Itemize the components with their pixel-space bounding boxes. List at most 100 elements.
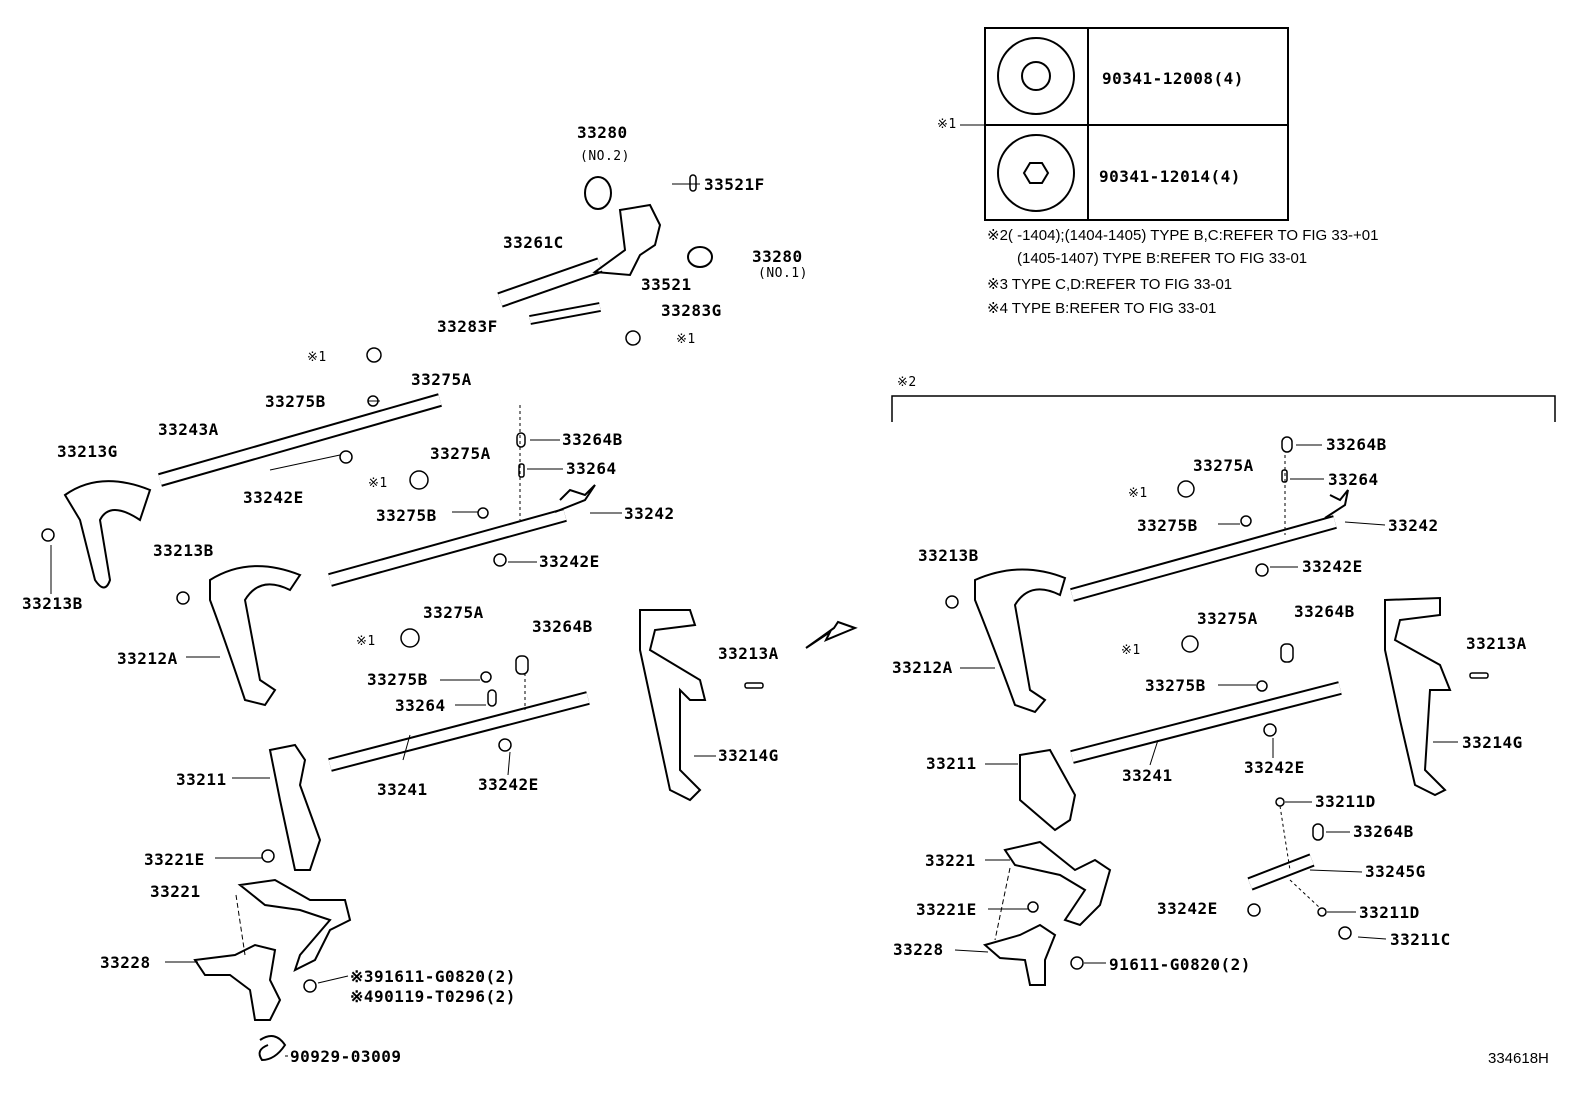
part-label[interactable]: 33264 bbox=[1328, 470, 1379, 489]
part-label[interactable]: 33275B bbox=[1137, 516, 1198, 535]
part-label[interactable]: 90929-03009 bbox=[290, 1047, 402, 1066]
shaft-33245G bbox=[1247, 853, 1315, 891]
shift-fork-33212A-right bbox=[974, 568, 1067, 714]
part-variant: (NO.1) bbox=[758, 266, 808, 281]
part-label[interactable]: 33245G bbox=[1365, 862, 1426, 881]
arrow-icon bbox=[805, 620, 858, 649]
part-label[interactable]: 33242E bbox=[539, 552, 600, 571]
part-label[interactable]: 33242E bbox=[1244, 758, 1305, 777]
lever-33228 bbox=[193, 943, 282, 1021]
part-label[interactable]: 33275A bbox=[423, 603, 484, 622]
part-label[interactable]: 33213B bbox=[918, 546, 979, 565]
part-label[interactable]: 33211D bbox=[1359, 903, 1420, 922]
part-label[interactable]: 33280 bbox=[577, 123, 628, 142]
part-label[interactable]: 33211 bbox=[926, 754, 977, 773]
part-label[interactable]: 33241 bbox=[1122, 766, 1173, 785]
part-label[interactable]: 33213B bbox=[22, 594, 83, 613]
part-label[interactable]: 33242E bbox=[243, 488, 304, 507]
part-label[interactable]: 33264 bbox=[566, 459, 617, 478]
ref-mark: ※1 bbox=[356, 634, 376, 649]
lever-33221 bbox=[237, 878, 352, 972]
part-variant: (NO.2) bbox=[580, 149, 630, 164]
shift-fork-33213G bbox=[63, 480, 152, 589]
lever-33221-right bbox=[1003, 840, 1112, 927]
part-label[interactable]: 33264B bbox=[562, 430, 623, 449]
part-label[interactable]: 33275B bbox=[376, 506, 437, 525]
part-label[interactable]: 33211D bbox=[1315, 792, 1376, 811]
part-label[interactable]: 33241 bbox=[377, 780, 428, 799]
part-label[interactable]: 33228 bbox=[100, 953, 151, 972]
part-label[interactable]: 33264B bbox=[532, 617, 593, 636]
ref-mark: ※1 bbox=[307, 350, 327, 365]
part-label[interactable]: 33275B bbox=[265, 392, 326, 411]
part-label[interactable]: 33213G bbox=[57, 442, 118, 461]
part-label[interactable]: 33214G bbox=[718, 746, 779, 765]
part-label[interactable]: 33521F bbox=[704, 175, 765, 194]
part-label[interactable]: 33243A bbox=[158, 420, 219, 439]
part-label[interactable]: 33283G bbox=[661, 301, 722, 320]
part-label[interactable]: 33275A bbox=[1197, 609, 1258, 628]
note: (1405-1407) TYPE B:REFER TO FIG 33-01 bbox=[1017, 250, 1308, 267]
part-label[interactable]: 33264B bbox=[1353, 822, 1414, 841]
part-label[interactable]: 33280 bbox=[752, 247, 803, 266]
part-label[interactable]: 33264 bbox=[395, 696, 446, 715]
shift-fork-33214G-right bbox=[1384, 596, 1452, 797]
part-label[interactable]: 33242E bbox=[478, 775, 539, 794]
part-label[interactable]: 33212A bbox=[892, 658, 953, 677]
part-label[interactable]: 91611-G0820(2) bbox=[1109, 955, 1251, 974]
part-label[interactable]: 33261C bbox=[503, 233, 564, 252]
part-label[interactable]: 33212A bbox=[117, 649, 178, 668]
part-label[interactable]: 33275A bbox=[411, 370, 472, 389]
shift-shaft-33261C bbox=[497, 257, 603, 308]
part-label[interactable]: 33221 bbox=[925, 851, 976, 870]
ref-mark: ※1 bbox=[368, 476, 388, 491]
part-label[interactable]: 33228 bbox=[893, 940, 944, 959]
note: ※2( -1404);(1404-1405) TYPE B,C:REFER TO… bbox=[987, 227, 1379, 244]
part-label[interactable]: 33283F bbox=[437, 317, 498, 336]
shift-shaft-33241 bbox=[328, 691, 590, 772]
shift-head-33521 bbox=[592, 203, 662, 277]
part-label[interactable]: 33214G bbox=[1462, 733, 1523, 752]
part-label[interactable]: 33213A bbox=[1466, 634, 1527, 653]
part-label[interactable]: 33211C bbox=[1390, 930, 1451, 949]
shift-fork-33212A bbox=[209, 565, 302, 707]
shift-shaft-33242 bbox=[328, 484, 596, 587]
part-label[interactable]: 33521 bbox=[641, 275, 692, 294]
part-label[interactable]: ※391611-G0820(2) bbox=[350, 967, 516, 986]
part-label[interactable]: 33275A bbox=[1193, 456, 1254, 475]
table-part-number: 90341-12008(4) bbox=[1102, 69, 1244, 88]
part-label[interactable]: 33211 bbox=[176, 770, 227, 789]
part-label[interactable]: 33275B bbox=[367, 670, 428, 689]
table-ref-mark: ※1 bbox=[937, 117, 957, 132]
bracket-label: ※2 bbox=[897, 375, 917, 390]
part-label[interactable]: 33221E bbox=[144, 850, 205, 869]
shift-shaft-33243A bbox=[158, 393, 442, 487]
shift-fork-33214G bbox=[639, 609, 707, 802]
ref-mark: ※1 bbox=[1128, 486, 1148, 501]
note: ※3 TYPE C,D:REFER TO FIG 33-01 bbox=[987, 276, 1233, 293]
figure-id: 334618H bbox=[1488, 1050, 1549, 1067]
part-label[interactable]: 33264B bbox=[1326, 435, 1387, 454]
ref-mark: ※1 bbox=[676, 332, 696, 347]
torx-bolt-head-icon bbox=[997, 37, 1075, 115]
part-label[interactable]: ※490119-T0296(2) bbox=[350, 987, 516, 1006]
part-label[interactable]: 33213B bbox=[153, 541, 214, 560]
table-part-number: 90341-12014(4) bbox=[1099, 167, 1241, 186]
part-label[interactable]: 33275B bbox=[1145, 676, 1206, 695]
part-label[interactable]: 33242 bbox=[624, 504, 675, 523]
part-label[interactable]: 33242 bbox=[1388, 516, 1439, 535]
part-label[interactable]: 33242E bbox=[1157, 899, 1218, 918]
part-label[interactable]: 33264B bbox=[1294, 602, 1355, 621]
part-label[interactable]: 33275A bbox=[430, 444, 491, 463]
shift-shaft-33242-right bbox=[1070, 489, 1349, 602]
part-label[interactable]: 33242E bbox=[1302, 557, 1363, 576]
part-label[interactable]: 33221 bbox=[150, 882, 201, 901]
plug-33280-no2 bbox=[584, 176, 612, 210]
part-label[interactable]: 33213A bbox=[718, 644, 779, 663]
part-label[interactable]: 33221E bbox=[916, 900, 977, 919]
shift-lever-33211 bbox=[268, 743, 322, 871]
note: ※4 TYPE B:REFER TO FIG 33-01 bbox=[987, 300, 1217, 317]
lever-33228-right bbox=[982, 923, 1057, 986]
spring-90929-03009 bbox=[258, 1035, 287, 1062]
